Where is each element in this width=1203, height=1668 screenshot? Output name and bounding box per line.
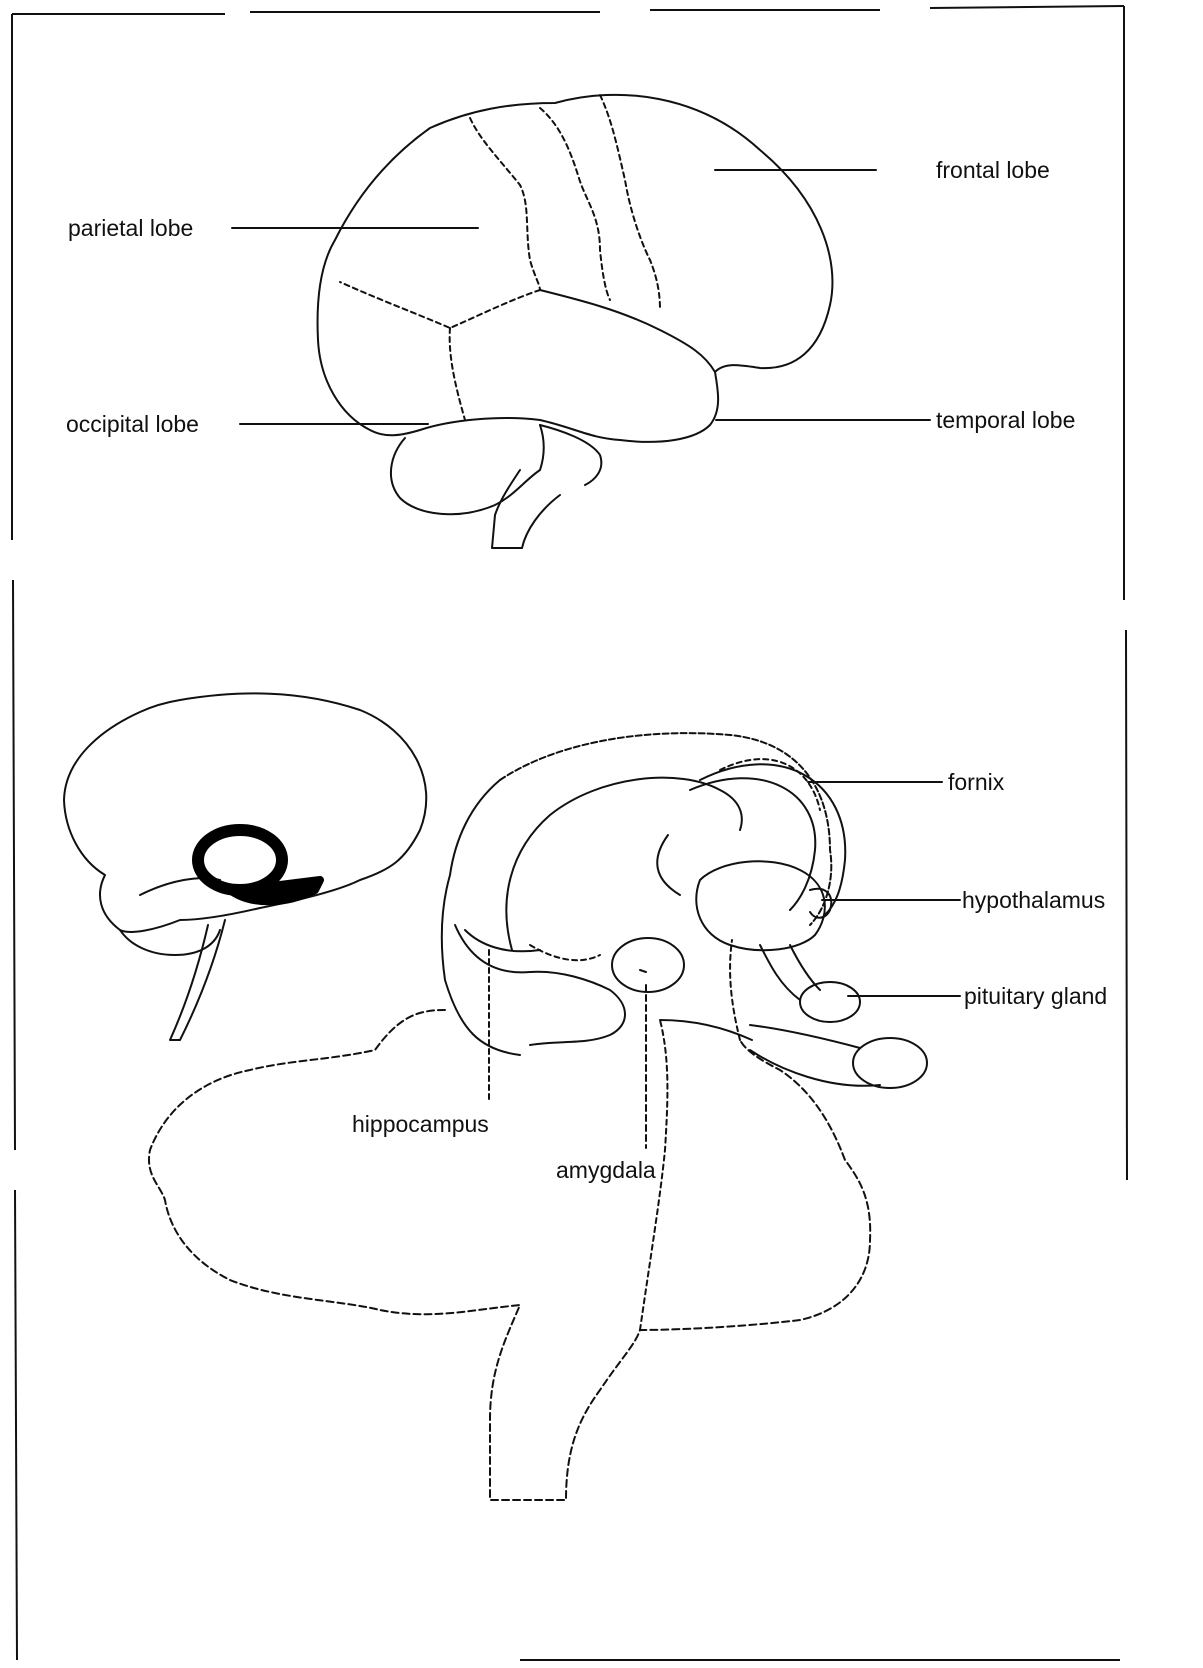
hypothalamus [810, 889, 831, 918]
limbic-brain [149, 733, 960, 1500]
fornix-label: fornix [948, 769, 1005, 795]
pituitary-gland [800, 982, 860, 1022]
amygdala-label: amygdala [556, 1157, 656, 1183]
hypothalamus-label: hypothalamus [962, 887, 1105, 913]
frontal-lobe-label: frontal lobe [936, 157, 1050, 183]
pituitary-gland-label: pituitary gland [964, 983, 1107, 1009]
thalamus [696, 861, 825, 950]
page-frame [12, 6, 1127, 1660]
inset-medial-brain [64, 693, 426, 1040]
parietal-lobe-label: parietal lobe [68, 215, 193, 241]
hippocampus [455, 925, 625, 1045]
occipital-lobe-label: occipital lobe [66, 411, 199, 437]
lower-brain-mass [149, 1010, 870, 1500]
limbic-tail-highlight [230, 880, 320, 901]
limbic-ring-highlight [198, 830, 282, 890]
pons-lobe [853, 1038, 927, 1088]
hippocampus-label: hippocampus [352, 1111, 489, 1137]
cerebrum-outline [318, 95, 833, 442]
lateral-brain [232, 95, 930, 548]
temporal-lobe-label: temporal lobe [936, 407, 1075, 433]
amygdala [612, 938, 684, 992]
